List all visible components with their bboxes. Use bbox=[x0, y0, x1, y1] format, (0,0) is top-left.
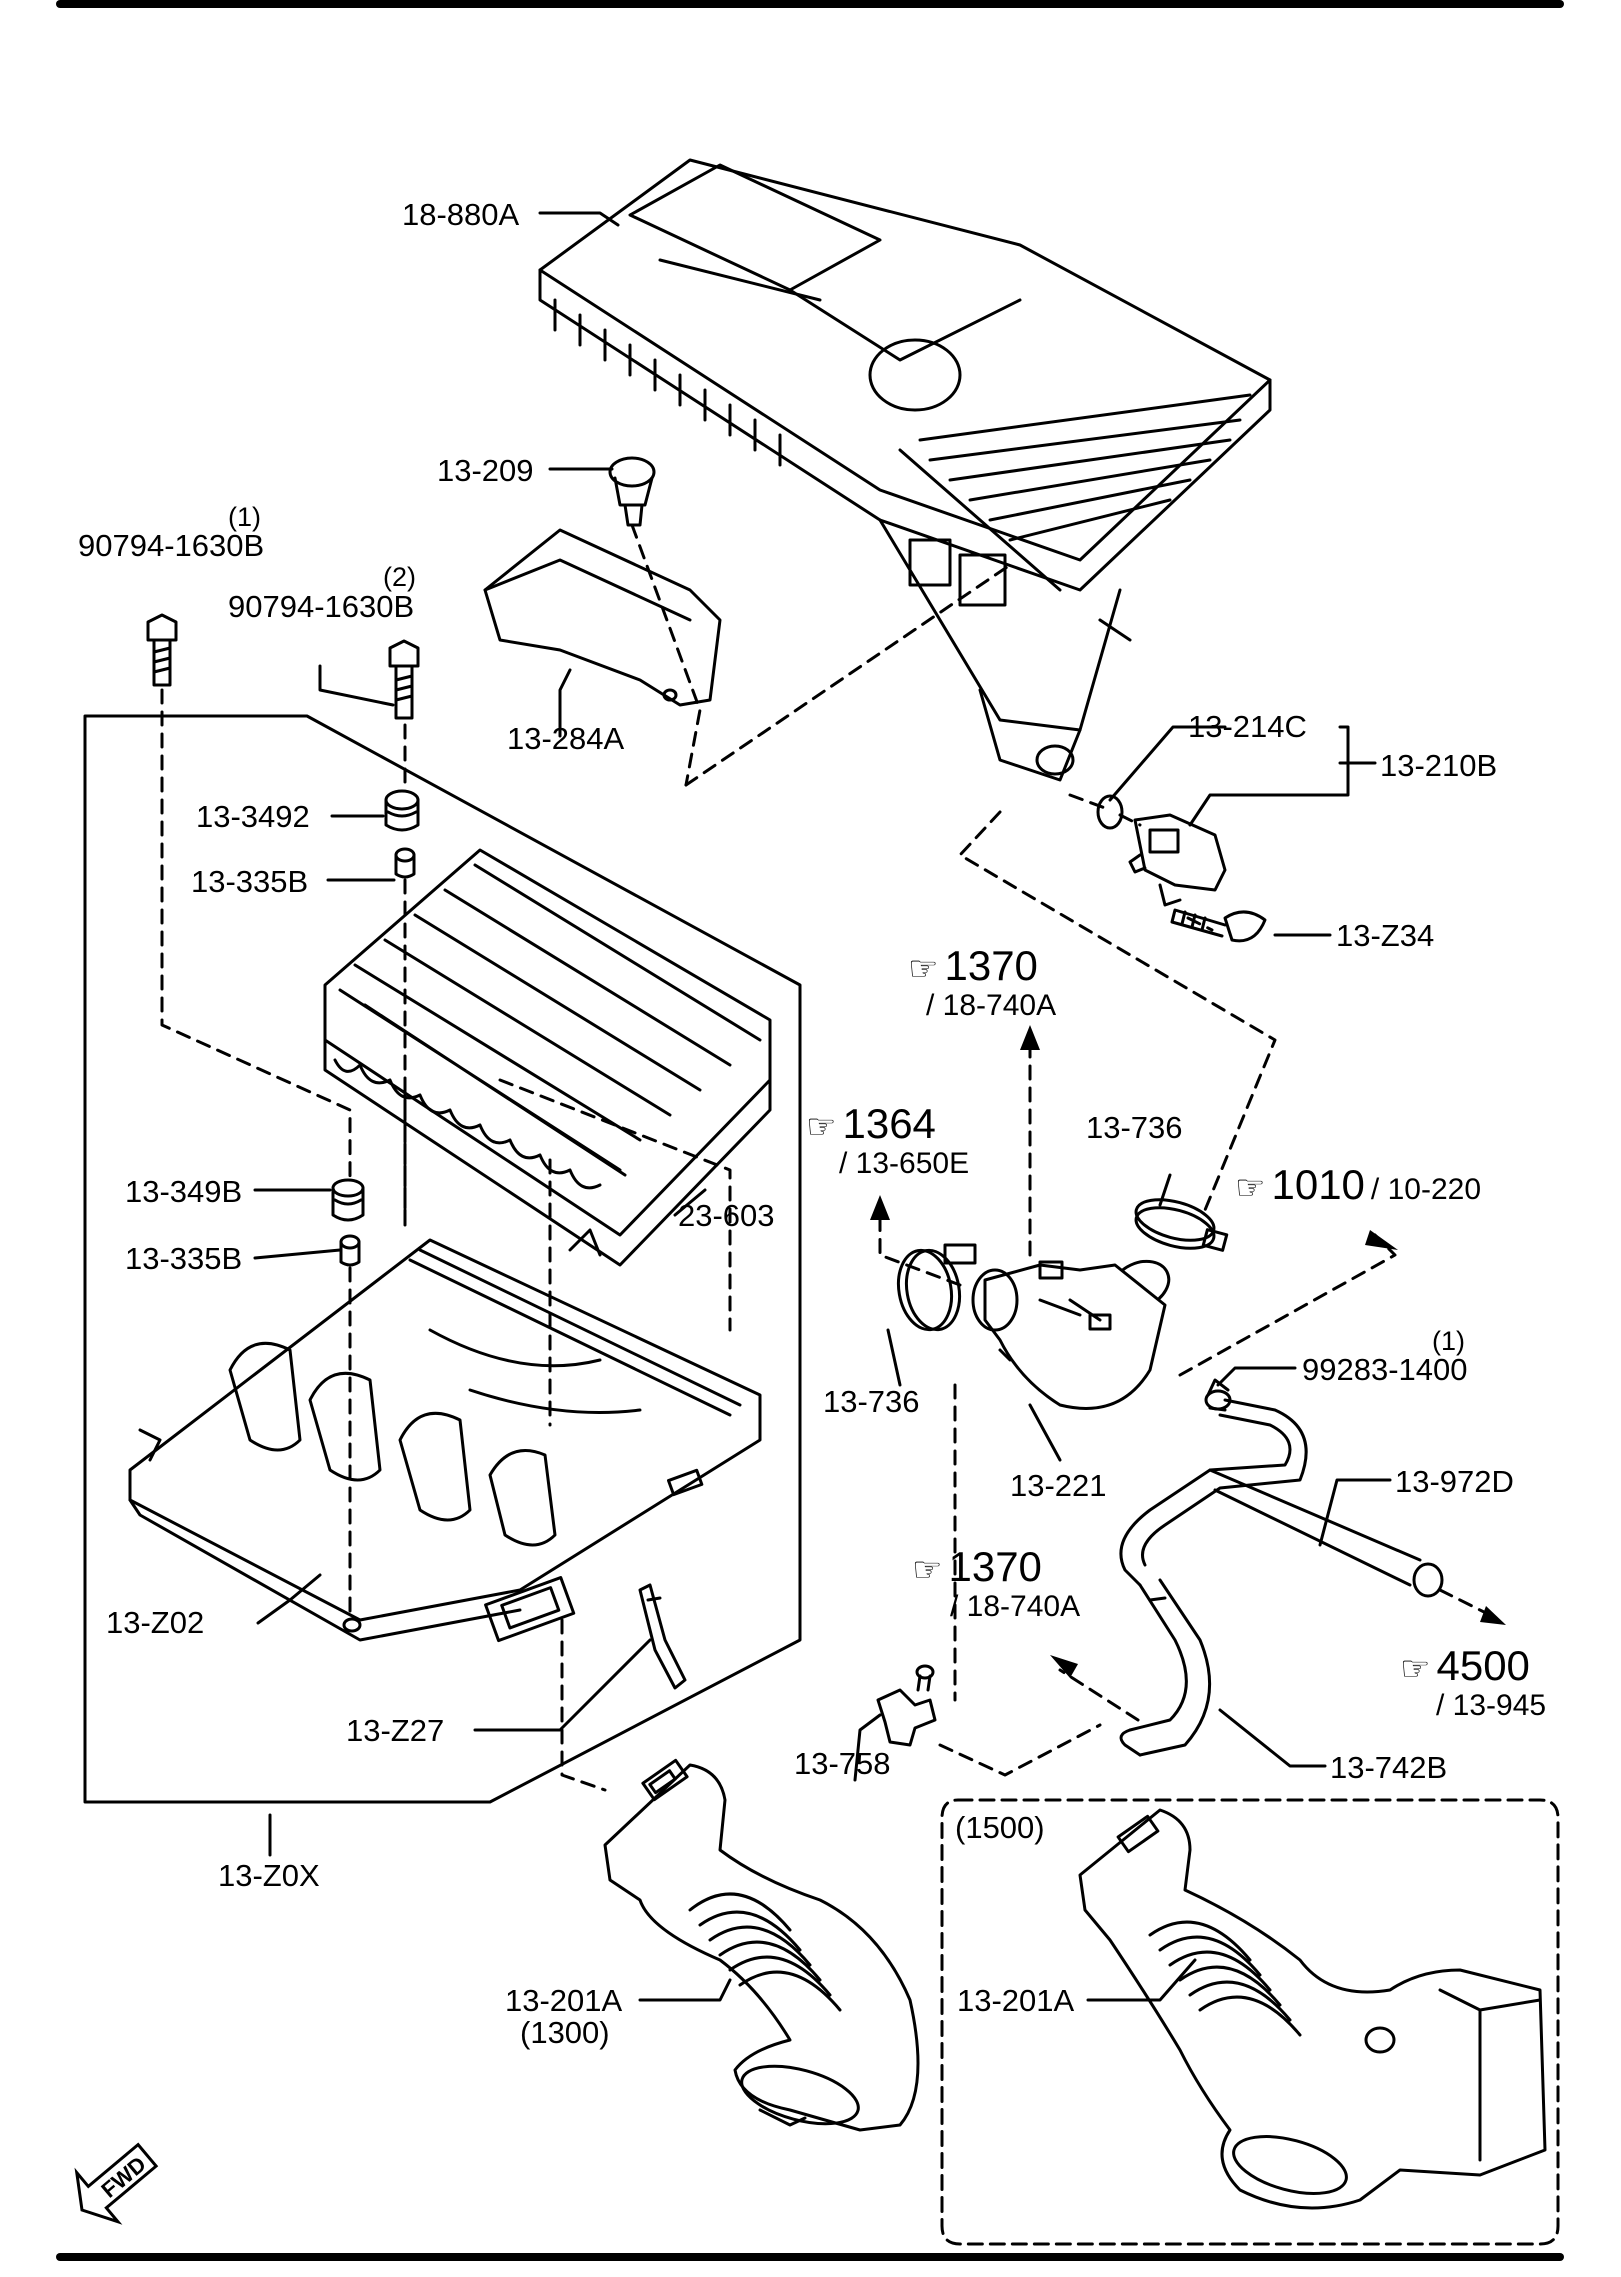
ref-1364[interactable]: ☞1364 / 13-650E bbox=[806, 1103, 969, 1179]
air-hose-13-221 bbox=[971, 1259, 1171, 1410]
screw-13-Z34 bbox=[1170, 908, 1267, 943]
label-90794-1630B-2: 90794-1630B bbox=[228, 589, 415, 624]
air-cleaner-lower-case bbox=[128, 1228, 762, 1643]
label-13-742B: 13-742B bbox=[1330, 1750, 1448, 1785]
collar-13-335B-a bbox=[394, 847, 416, 879]
variant-box-1500 bbox=[940, 1798, 1560, 2246]
vent-hose-13-742B bbox=[1119, 1578, 1212, 1757]
label-18-880A: 18-880A bbox=[402, 197, 520, 232]
label-13-Z0X: 13-Z0X bbox=[218, 1858, 320, 1893]
label-13-736-a: 13-736 bbox=[1086, 1110, 1183, 1145]
grommet-13-349B bbox=[331, 1178, 365, 1222]
label-13-201A-1300-variant: (1300) bbox=[520, 2015, 610, 2050]
resonator-13-284A bbox=[483, 528, 722, 707]
ref-1010-number: 1010 bbox=[1271, 1161, 1365, 1208]
ref-4500[interactable]: ☞4500 / 13-945 bbox=[1400, 1645, 1546, 1721]
label-13-3492: 13-3492 bbox=[196, 799, 310, 834]
label-13-214C: 13-214C bbox=[1188, 709, 1307, 744]
vent-hose-13-972D bbox=[1119, 1398, 1444, 1598]
label-13-Z27: 13-Z27 bbox=[346, 1713, 445, 1748]
arrowheads bbox=[870, 1025, 1506, 1678]
label-99283-1400: 99283-1400 bbox=[1302, 1352, 1468, 1387]
variant-box-label: (1500) bbox=[955, 1810, 1045, 1845]
ref-1370-top[interactable]: ☞1370 / 18-740A bbox=[908, 945, 1056, 1021]
ref-4500-sub: / 13-945 bbox=[1436, 1689, 1547, 1722]
ref-4500-number: 4500 bbox=[1436, 1642, 1530, 1689]
sensor-13-210B bbox=[1128, 813, 1227, 907]
label-99283-qty: (1) bbox=[1432, 1326, 1465, 1356]
label-13-972D: 13-972D bbox=[1395, 1464, 1514, 1499]
pointing-hand-icon: ☞ bbox=[908, 950, 939, 988]
ref-1370-bottom-number: 1370 bbox=[948, 1543, 1042, 1590]
pointing-hand-icon: ☞ bbox=[912, 1551, 943, 1589]
o-ring-13-214C bbox=[1096, 794, 1124, 830]
label-13-284A: 13-284A bbox=[507, 721, 625, 756]
intake-duct-13-201A-1300 bbox=[603, 1758, 920, 2132]
leader-lines bbox=[253, 211, 1392, 2002]
label-23-603: 23-603 bbox=[678, 1198, 775, 1233]
ref-1010[interactable]: ☞1010/ 10-220 bbox=[1235, 1164, 1481, 1206]
fwd-arrow-icon: FWD bbox=[74, 2142, 159, 2225]
ref-1370-bottom[interactable]: ☞1370 / 18-740A bbox=[912, 1546, 1080, 1622]
ref-1370-top-sub: / 18-740A bbox=[926, 989, 1057, 1022]
label-13-758: 13-758 bbox=[794, 1746, 891, 1781]
bolt-90794-2 bbox=[388, 639, 420, 720]
bolt-90794-1 bbox=[146, 613, 178, 687]
label-90794-2-qty: (2) bbox=[383, 562, 416, 592]
ref-1364-number: 1364 bbox=[842, 1100, 936, 1147]
label-13-Z02: 13-Z02 bbox=[106, 1605, 205, 1640]
grommet-13-3492 bbox=[384, 789, 420, 832]
label-13-209: 13-209 bbox=[437, 453, 534, 488]
intake-duct-13-201A-1500 bbox=[1078, 1808, 1547, 2210]
label-90794-1630B-1: 90794-1630B bbox=[78, 528, 265, 563]
label-13-201A-1300: 13-201A bbox=[505, 1983, 623, 2018]
pipe-joint-13-758 bbox=[876, 1664, 937, 1747]
assembly-outline-13-Z0X bbox=[83, 714, 802, 1804]
pointing-hand-icon: ☞ bbox=[1235, 1169, 1266, 1207]
label-13-201A-1500: 13-201A bbox=[957, 1983, 1075, 2018]
ref-1370-top-number: 1370 bbox=[944, 942, 1038, 989]
hose-clamp-13-736-b bbox=[896, 1243, 977, 1332]
label-13-335B-b: 13-335B bbox=[125, 1241, 243, 1276]
label-13-221: 13-221 bbox=[1010, 1468, 1107, 1503]
hose-clamp-13-736-a bbox=[1134, 1198, 1229, 1252]
air-cleaner-cover bbox=[538, 158, 1272, 782]
grommet-13-209 bbox=[608, 456, 656, 527]
air-filter-element bbox=[323, 848, 772, 1267]
ref-1010-sub: / 10-220 bbox=[1370, 1173, 1482, 1206]
relation-lines bbox=[160, 523, 1492, 1792]
label-13-736-b: 13-736 bbox=[823, 1384, 920, 1419]
label-90794-1-qty: (1) bbox=[228, 502, 261, 532]
label-13-349B: 13-349B bbox=[125, 1174, 243, 1209]
label-13-Z34: 13-Z34 bbox=[1336, 918, 1435, 953]
pointing-hand-icon: ☞ bbox=[1400, 1650, 1431, 1688]
pointing-hand-icon: ☞ bbox=[806, 1108, 837, 1146]
label-13-210B: 13-210B bbox=[1380, 748, 1498, 783]
clip-13-Z27 bbox=[638, 1583, 687, 1690]
ref-1364-sub: / 13-650E bbox=[839, 1147, 970, 1180]
ref-1370-bottom-sub: / 18-740A bbox=[950, 1590, 1081, 1623]
collar-13-335B-b bbox=[339, 1234, 361, 1267]
label-13-335B-a: 13-335B bbox=[191, 864, 309, 899]
